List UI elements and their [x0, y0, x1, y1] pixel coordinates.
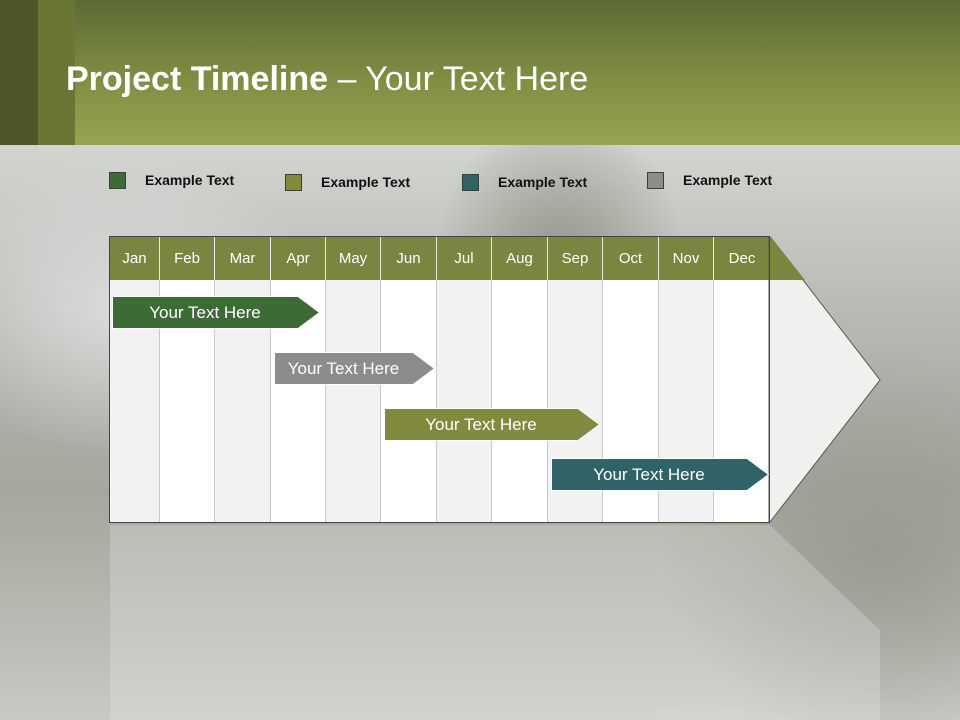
- task-label: Your Text Here: [593, 464, 705, 484]
- task-bar: Your Text Here: [112, 296, 320, 329]
- timeline-reflection: [110, 525, 880, 720]
- task-label: Your Text Here: [287, 358, 400, 378]
- header-accent-strip: [0, 0, 38, 145]
- legend-swatch: [462, 173, 479, 191]
- task-bar-shape: [274, 352, 435, 385]
- task-bar-shape: [551, 458, 769, 491]
- legend-item: Example Text: [462, 172, 587, 192]
- title-bold: Project Timeline: [66, 60, 329, 98]
- month-label: Oct: [603, 237, 659, 280]
- task-label: Your Text Here: [425, 414, 537, 434]
- month-label: Mar: [215, 237, 271, 280]
- month-column: [492, 280, 548, 522]
- month-label: Nov: [659, 237, 714, 280]
- month-label: Feb: [160, 237, 215, 280]
- month-label: Sep: [548, 237, 603, 280]
- month-label: Jan: [110, 237, 160, 280]
- legend-item: Example Text: [109, 170, 234, 190]
- task-bar-shape: [384, 408, 600, 441]
- month-label: Apr: [271, 237, 326, 280]
- month-label: May: [326, 237, 381, 280]
- header-accent-strip: [38, 0, 75, 145]
- task-label: Your Text Here: [149, 302, 261, 322]
- legend-item: Example Text: [285, 172, 410, 192]
- timeline-arrow-head-cap: [769, 237, 805, 280]
- month-label: Aug: [492, 237, 548, 280]
- month-column: [381, 280, 437, 522]
- timeline-frame: [109, 236, 770, 523]
- month-label: Dec: [714, 237, 770, 280]
- legend-swatch: [647, 171, 664, 189]
- legend-label: Example Text: [683, 172, 773, 188]
- month-column: [326, 280, 381, 522]
- task-bar: Your Text Here: [274, 352, 435, 385]
- legend-swatch: [109, 171, 126, 189]
- month-label: Jun: [381, 237, 437, 280]
- legend-item: Example Text: [647, 170, 772, 190]
- legend-label: Example Text: [498, 174, 588, 190]
- month-label: Jul: [437, 237, 492, 280]
- month-column: [437, 280, 492, 522]
- legend-label: Example Text: [321, 174, 411, 190]
- task-bar-shape: [112, 296, 320, 329]
- title-rest: – Your Text Here: [328, 60, 589, 98]
- page-title: Project Timeline – Your Text Here: [66, 60, 588, 99]
- task-bar: Your Text Here: [384, 408, 600, 441]
- legend-label: Example Text: [145, 172, 235, 188]
- legend-swatch: [285, 173, 302, 191]
- header-band: Project Timeline – Your Text Here: [0, 0, 960, 145]
- task-bar: Your Text Here: [551, 458, 769, 491]
